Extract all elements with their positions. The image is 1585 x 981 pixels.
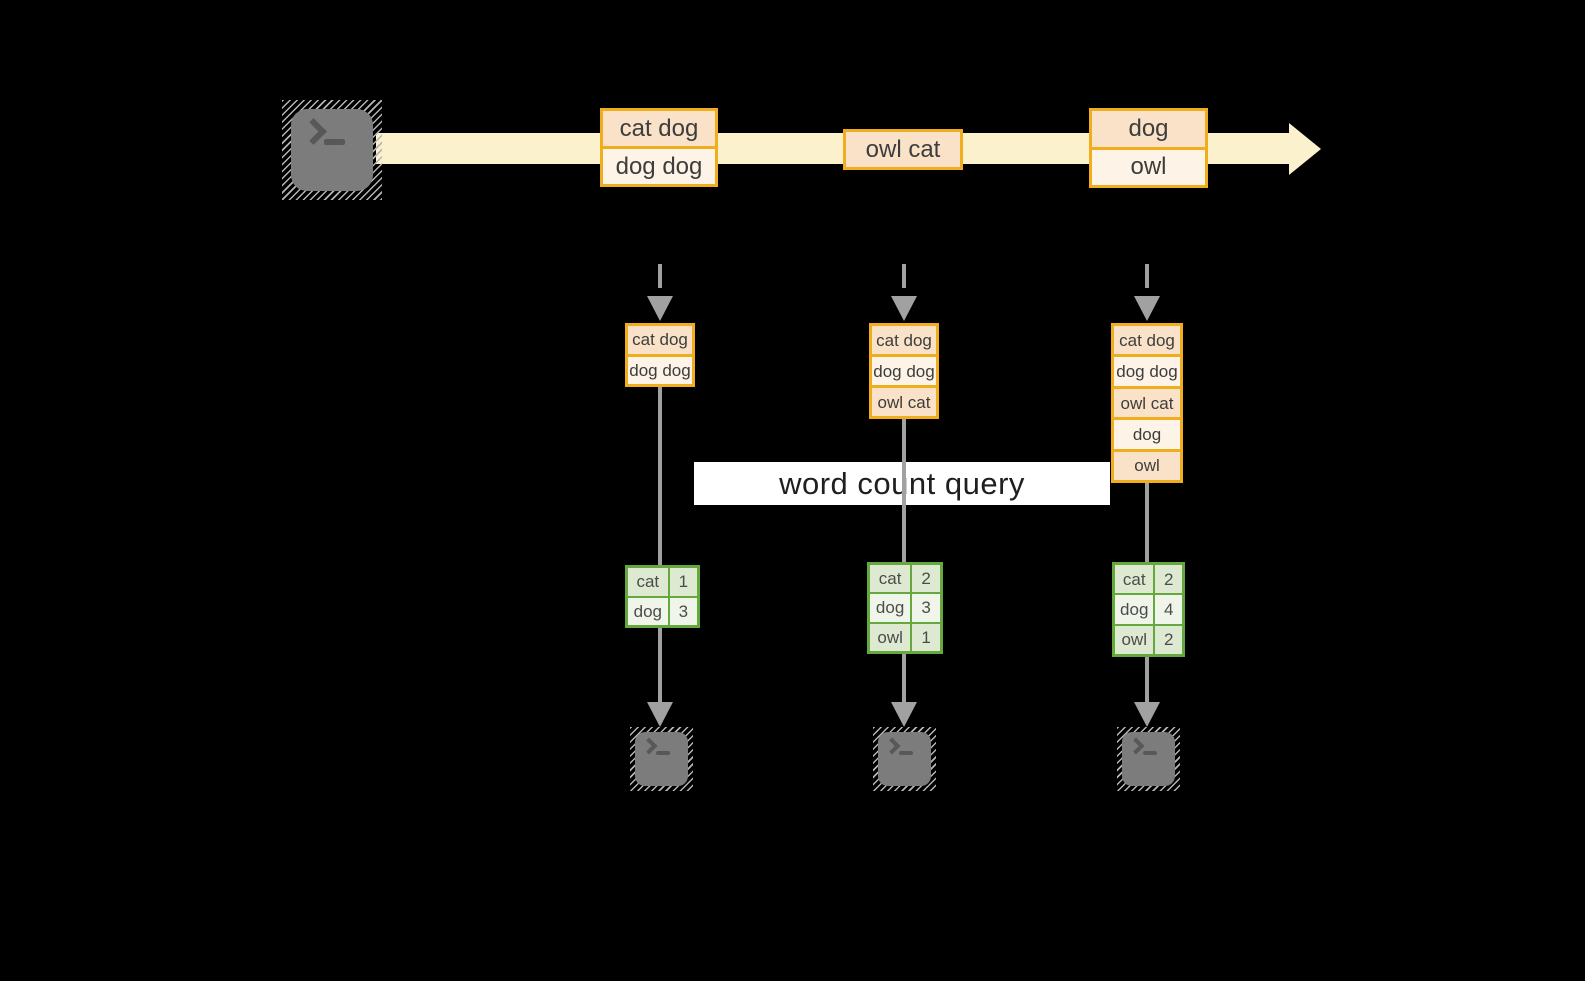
count-table-2: cat 2 dog 3 owl 1 [867,562,943,654]
sink-arrow-line [658,628,662,702]
buffer-record: cat dog [1114,326,1180,355]
stream-record: dog [1092,111,1205,147]
sink-arrow-line [1145,657,1149,702]
buffer-record: cat dog [628,326,692,354]
count-word: dog [870,594,911,622]
count-value: 2 [912,565,940,593]
sink-terminal-icon [630,727,693,791]
ingest-arrow-head-icon [1134,296,1160,321]
stream-batch-1: cat dog dog dog [600,108,718,187]
sink-arrow-head-icon [1134,702,1160,727]
ingest-arrow-dash [902,264,906,288]
sink-arrow-head-icon [891,702,917,727]
prompt-chevron-icon [300,118,327,145]
count-value: 2 [1155,565,1182,594]
buffer-record: owl [1114,448,1180,481]
terminal-screen [1122,732,1175,786]
prompt-cursor-icon [1143,751,1157,755]
count-word: cat [870,565,911,593]
sink-terminal-icon [1117,727,1180,791]
sink-arrow-head-icon [647,702,673,727]
prompt-cursor-icon [324,139,345,145]
buffer-stack-3: cat dog dog dog owl cat dog owl [1111,323,1183,483]
count-value: 4 [1155,595,1182,624]
stream-record: owl cat [846,132,960,167]
query-connector-line [1145,483,1149,562]
count-word: dog [628,597,668,625]
prompt-chevron-icon [883,737,901,755]
buffer-record: dog dog [872,354,936,385]
prompt-cursor-icon [899,751,913,755]
count-word: owl [870,623,911,651]
ingest-arrow-dash [1145,264,1149,288]
query-connector-line [902,419,906,562]
prompt-chevron-icon [1127,737,1145,755]
count-value: 3 [669,597,697,625]
buffer-record: owl cat [1114,385,1180,418]
query-connector-line [658,387,662,565]
terminal-screen [878,732,931,786]
stream-record: cat dog [603,111,715,146]
source-terminal-icon [282,100,382,200]
buffer-record: dog [1114,417,1180,449]
terminal-screen [291,109,373,191]
prompt-chevron-icon [640,737,658,755]
ingest-arrow-head-icon [891,296,917,321]
count-table-3: cat 2 dog 4 owl 2 [1112,562,1185,657]
buffer-record: owl cat [872,385,936,416]
sink-terminal-icon [873,727,936,791]
stream-record: owl [1092,146,1205,185]
count-table-1: cat 1 dog 3 [625,565,700,628]
count-value: 3 [912,594,940,622]
terminal-screen [635,732,688,786]
stream-arrow-head-icon [1289,123,1321,175]
stream-batch-2: owl cat [843,129,963,170]
count-value: 2 [1155,625,1182,654]
count-value: 1 [669,568,697,596]
sink-arrow-line [902,654,906,702]
stream-record: dog dog [603,146,715,184]
buffer-stack-1: cat dog dog dog [625,323,695,387]
count-value: 1 [912,623,940,651]
count-word: dog [1115,595,1154,624]
count-word: cat [628,568,668,596]
count-word: owl [1115,625,1154,654]
buffer-record: cat dog [872,326,936,354]
count-word: cat [1115,565,1154,594]
stream-batch-3: dog owl [1089,108,1208,188]
ingest-arrow-head-icon [647,296,673,321]
ingest-arrow-dash [658,264,662,288]
buffer-record: dog dog [1114,354,1180,386]
buffer-record: dog dog [628,353,692,384]
prompt-cursor-icon [656,751,670,755]
buffer-stack-2: cat dog dog dog owl cat [869,323,939,419]
